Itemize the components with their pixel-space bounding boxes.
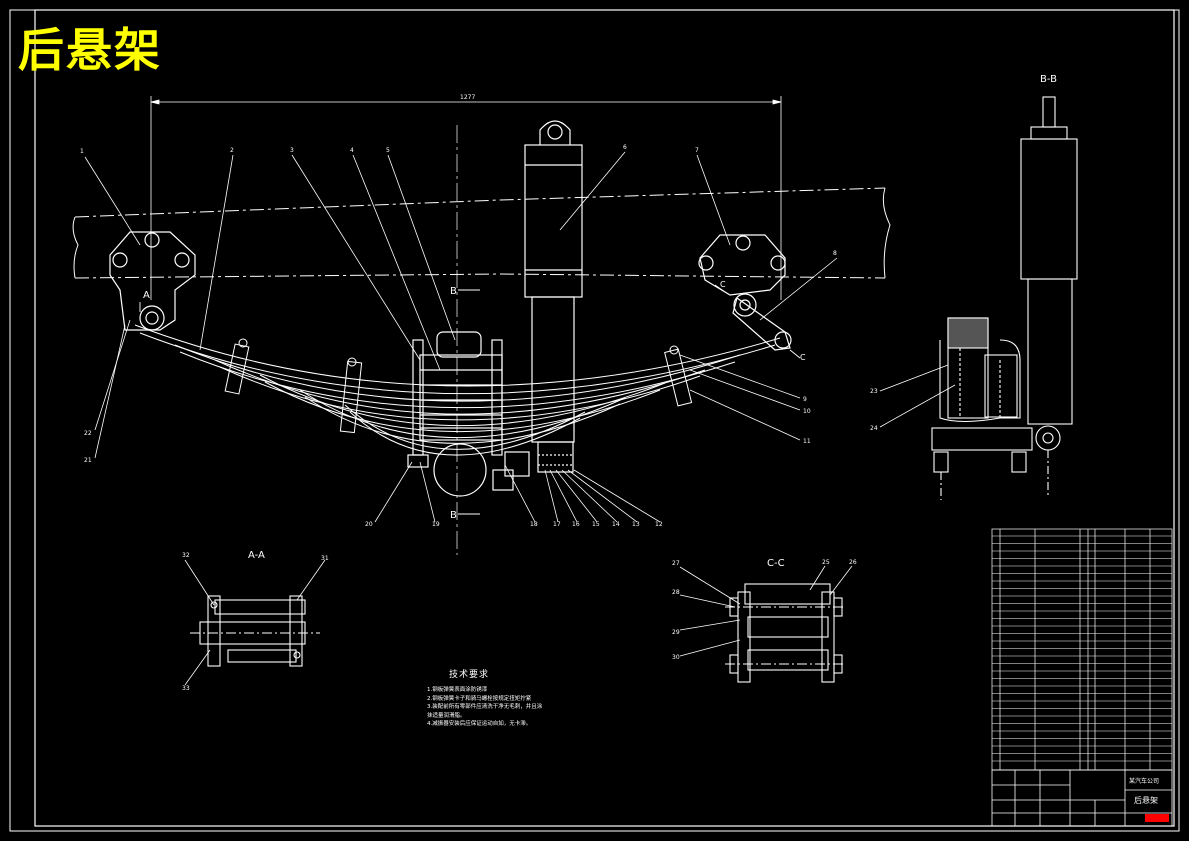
svg-text:5: 5 (386, 147, 390, 154)
tech-req-heading: 技术要求 (449, 670, 490, 680)
balloon-26: 26 (849, 559, 857, 566)
dimension-value: 1277 (460, 94, 475, 101)
section-cc-title: C-C (767, 558, 785, 569)
inner-border (34, 9, 1175, 827)
leader-lines (84, 151, 838, 523)
section-aa-view (190, 595, 320, 667)
section-marker-a: A (143, 290, 150, 301)
section-marker-b-bottom: B (450, 510, 457, 521)
tech-req-item-2: 2.钢板弹簧卡子和骑马螺栓按规定扭矩拧紧 (427, 695, 532, 702)
balloon-28: 28 (672, 589, 680, 596)
svg-text:22: 22 (84, 430, 92, 437)
balloon-24: 24 (870, 425, 878, 432)
tech-req-item-3: 3.装配前所有零部件应清洗干净无毛刺，并且涂 (427, 704, 543, 710)
parts-list-rows (992, 535, 1172, 762)
svg-text:1: 1 (80, 148, 84, 155)
balloon-32: 32 (182, 552, 190, 559)
balloon-31: 31 (321, 555, 329, 562)
balloon-27: 27 (672, 560, 680, 567)
balloon-23: 23 (870, 388, 878, 395)
svg-text:19: 19 (432, 521, 440, 528)
svg-text:21: 21 (84, 457, 92, 464)
svg-text:10: 10 (803, 408, 811, 415)
svg-text:15: 15 (592, 521, 600, 528)
svg-text:3: 3 (290, 147, 294, 154)
balloon-29: 29 (672, 629, 680, 636)
spring-clips (224, 338, 693, 434)
section-aa-title: A-A (248, 550, 265, 561)
front-bracket (109, 231, 196, 331)
balloon-33: 33 (182, 685, 190, 692)
title-block-name: 后悬架 (1134, 795, 1158, 805)
section-bb-title: B-B (1040, 74, 1057, 85)
tech-req-item-4: 抹适量润滑脂。 (427, 712, 466, 719)
section-marker-b-top: B (450, 286, 457, 297)
shock-absorber (524, 120, 583, 473)
svg-text:2: 2 (230, 147, 234, 154)
rear-bracket (698, 234, 792, 351)
svg-text:17: 17 (553, 521, 561, 528)
tech-req-item-5: 4.减振器安装后应保证运动自如，无卡滞。 (427, 721, 532, 727)
svg-text:16: 16 (572, 521, 580, 528)
svg-text:9: 9 (803, 396, 807, 403)
svg-text:18: 18 (530, 521, 538, 528)
drawing-title: 后悬架 (18, 23, 162, 77)
section-marker-c-2: C (800, 353, 806, 362)
balloon-25: 25 (822, 559, 830, 566)
svg-text:20: 20 (365, 521, 373, 528)
section-cc-view (725, 583, 845, 683)
red-stamp (1145, 814, 1169, 822)
tech-req-item-1: 1.钢板弹簧表面涂防锈漆 (427, 687, 488, 693)
svg-text:12: 12 (655, 521, 663, 528)
u-bolt-assembly (407, 331, 530, 497)
svg-text:13: 13 (632, 521, 640, 528)
title-block-company: 某汽车公司 (1129, 777, 1159, 785)
svg-text:7: 7 (695, 147, 699, 154)
parts-list (991, 528, 1173, 771)
svg-text:6: 6 (623, 144, 627, 151)
overall-dimension (150, 96, 782, 300)
section-marker-c-1: C (720, 280, 726, 289)
frame-rail (72, 187, 891, 279)
section-bb-view (931, 96, 1078, 500)
svg-text:8: 8 (833, 250, 837, 257)
svg-text:14: 14 (612, 521, 620, 528)
balloon-numbers: 1 2 3 4 5 6 7 8 9 10 11 12 13 14 15 16 1… (80, 144, 837, 528)
svg-text:4: 4 (350, 147, 354, 154)
title-block (991, 769, 1173, 827)
balloon-30: 30 (672, 654, 680, 661)
technical-requirements: 技术要求 1.钢板弹簧表面涂防锈漆 2.钢板弹簧卡子和骑马螺栓按规定扭矩拧紧 3… (427, 667, 617, 729)
leaf-spring (134, 324, 781, 456)
svg-text:11: 11 (803, 438, 811, 445)
